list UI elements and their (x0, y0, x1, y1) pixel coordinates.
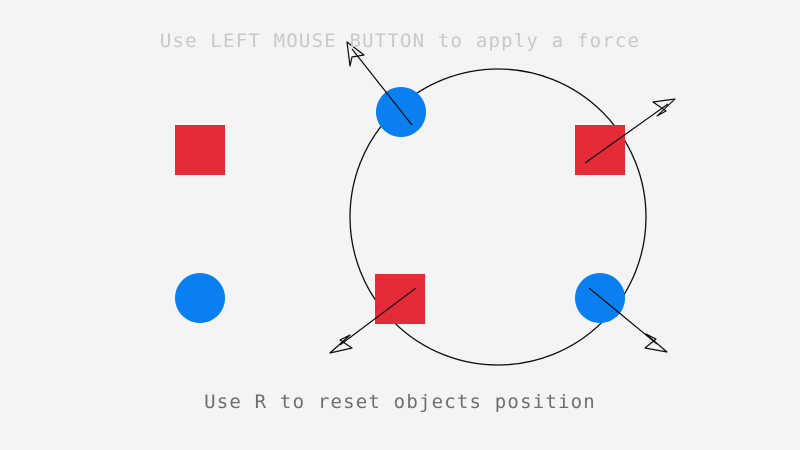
arrowhead-icon (346, 41, 365, 67)
free-circle-left[interactable] (175, 273, 225, 323)
free-square-left[interactable] (175, 125, 225, 175)
force-line (584, 103, 669, 164)
arrowhead-icon (329, 334, 353, 354)
square-bottom-center[interactable] (375, 274, 425, 324)
circle-bottom-right[interactable] (575, 273, 625, 323)
force-line (588, 287, 658, 345)
force-line (351, 48, 413, 126)
hint-reset-objects: Use R to reset objects position (204, 391, 596, 413)
force-vector-square-top-right (584, 98, 676, 164)
arrowhead-icon (652, 98, 676, 117)
hint-apply-force: Use LEFT MOUSE BUTTON to apply a force (159, 30, 641, 52)
force-vector-circle-bottom-right (588, 287, 668, 353)
constraint-circle (349, 68, 647, 366)
force-vector-square-bottom-center (329, 287, 417, 354)
force-vector-circle-top (346, 41, 413, 126)
square-top-right[interactable] (575, 125, 625, 175)
arrowhead-icon (644, 333, 668, 353)
force-line (339, 287, 417, 346)
